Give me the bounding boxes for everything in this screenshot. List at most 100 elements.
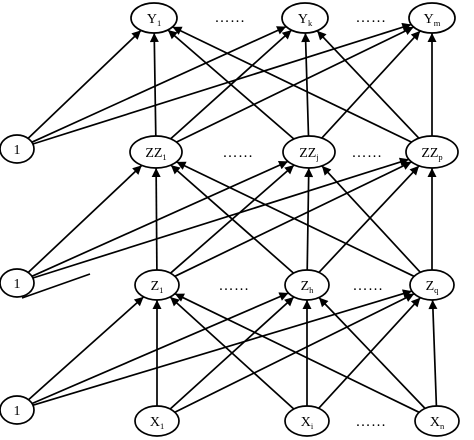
node-xn: Xn <box>414 405 460 437</box>
node-zzp-label-text: ZZ <box>421 146 438 161</box>
edge-z1-to-zz1 <box>151 167 161 271</box>
node-b1: 1 <box>0 134 35 164</box>
edge-zzp-to-yk <box>316 30 420 139</box>
node-zh-label: Zh <box>301 279 315 295</box>
edge-xi-to-z1 <box>169 296 295 410</box>
connections <box>21 22 438 414</box>
edge-zh-to-zzj <box>304 167 314 271</box>
node-xi-ellipse <box>284 405 330 437</box>
node-b2-label-text: 1 <box>14 277 21 292</box>
ellipsis-zz-right: …… <box>352 145 383 161</box>
node-zzj-label-text: ZZ <box>299 146 316 161</box>
node-zq: Zq <box>409 269 455 301</box>
edge-xn-to-zh <box>318 297 426 409</box>
node-yk-label-text: Y <box>298 12 308 27</box>
node-z1-ellipse <box>134 269 180 301</box>
node-yk-subscript: k <box>308 18 313 28</box>
edge-x1-to-zq <box>174 293 415 413</box>
edge-zzp-to-y1 <box>172 26 412 143</box>
node-xn-label-text: X <box>430 415 440 430</box>
node-yk: Yk <box>281 2 329 34</box>
edge-b3-to-zq <box>32 289 413 407</box>
edge-zz1-to-y1 <box>149 32 159 137</box>
node-zz1-ellipse <box>129 135 183 169</box>
node-y1-label-text: Y <box>147 12 157 27</box>
edge-zh-to-zz1 <box>170 164 295 274</box>
edge-b1-to-yk <box>31 25 287 143</box>
edge-xi-to-zq <box>318 297 421 409</box>
node-b3-label-text: 1 <box>14 404 21 419</box>
edge-zzj-to-ym <box>321 30 421 139</box>
node-xn-label: Xn <box>430 415 445 431</box>
node-zz1-label: ZZ1 <box>145 146 166 162</box>
node-ym-ellipse <box>408 2 456 34</box>
edge-zz1-to-ym <box>176 26 414 143</box>
node-zq-label: Zq <box>426 279 440 295</box>
ellipsis-z-left: …… <box>219 278 250 294</box>
node-zh-subscript: h <box>309 285 314 295</box>
edge-xn-to-z1 <box>174 292 420 414</box>
node-z1-label: Z1 <box>151 279 164 295</box>
node-yk-ellipse <box>281 2 329 34</box>
ellipsis-x-right: …… <box>356 414 387 430</box>
ellipsis-y-left: …… <box>215 10 246 26</box>
node-z1-subscript: 1 <box>159 285 163 295</box>
node-yk-label: Yk <box>298 12 313 28</box>
node-zzp-subscript: p <box>438 152 442 162</box>
node-ym: Ym <box>408 2 456 34</box>
node-xi-subscript: i <box>311 421 314 431</box>
ellipsis-z-right: …… <box>353 278 384 294</box>
node-zzp: ZZp <box>405 135 459 169</box>
node-zzp-ellipse <box>405 135 459 169</box>
edge-b2-to-zzp <box>32 157 410 279</box>
node-xi: Xi <box>284 405 330 437</box>
node-b3: 1 <box>0 395 35 425</box>
node-x1: X1 <box>134 405 180 437</box>
layer-ellipses: …………………………………… <box>215 10 387 430</box>
edge-xn-to-zq <box>428 299 438 407</box>
node-zq-subscript: q <box>434 285 439 295</box>
node-b1-label: 1 <box>14 143 21 158</box>
node-x1-ellipse <box>134 405 180 437</box>
node-zq-label-text: Z <box>426 279 435 294</box>
node-b1-ellipse <box>0 134 35 164</box>
node-zz1-label-text: ZZ <box>145 146 162 161</box>
node-y1-subscript: 1 <box>157 18 161 28</box>
node-y1-ellipse <box>130 2 178 34</box>
node-zq-ellipse <box>409 269 455 301</box>
edge-zzj-to-y1 <box>167 29 295 140</box>
edge-zq-to-zz1 <box>176 161 415 278</box>
edge-zzj-to-yk <box>301 32 311 137</box>
node-zzj-label: ZZj <box>299 146 318 162</box>
node-ym-subscript: m <box>434 18 441 28</box>
node-x1-subscript: 1 <box>160 421 164 431</box>
edge-b1-to-ym <box>32 22 412 145</box>
node-x1-label: X1 <box>150 415 164 431</box>
node-zh-ellipse <box>284 269 330 301</box>
edge-b3-to-zh <box>31 292 289 405</box>
node-xn-subscript: n <box>440 421 445 431</box>
node-zh: Zh <box>284 269 330 301</box>
edge-b3-to-z1 <box>27 296 145 401</box>
node-y1-label: Y1 <box>147 12 161 28</box>
node-b2: 1 <box>0 268 35 298</box>
node-zzj-subscript: j <box>315 152 318 162</box>
edge-zq-to-zzj <box>321 165 421 273</box>
node-z1: Z1 <box>134 269 180 301</box>
node-b3-label: 1 <box>14 404 21 419</box>
node-b2-label: 1 <box>14 277 21 292</box>
node-ym-label: Ym <box>424 12 441 28</box>
node-zh-label-text: Z <box>301 279 310 294</box>
edge-b2-to-zz1 <box>27 164 143 274</box>
node-y1: Y1 <box>130 2 178 34</box>
node-zzj: ZZj <box>282 135 336 169</box>
node-x1-label-text: X <box>150 415 160 430</box>
ellipsis-y-right: …… <box>356 10 387 26</box>
edge-b2-to-zzj <box>31 160 289 278</box>
node-xi-label: Xi <box>301 415 314 431</box>
node-b3-ellipse <box>0 395 35 425</box>
node-zz1: ZZ1 <box>129 135 183 169</box>
stray-edge-segment <box>21 273 91 299</box>
node-xi-label-text: X <box>301 415 311 430</box>
